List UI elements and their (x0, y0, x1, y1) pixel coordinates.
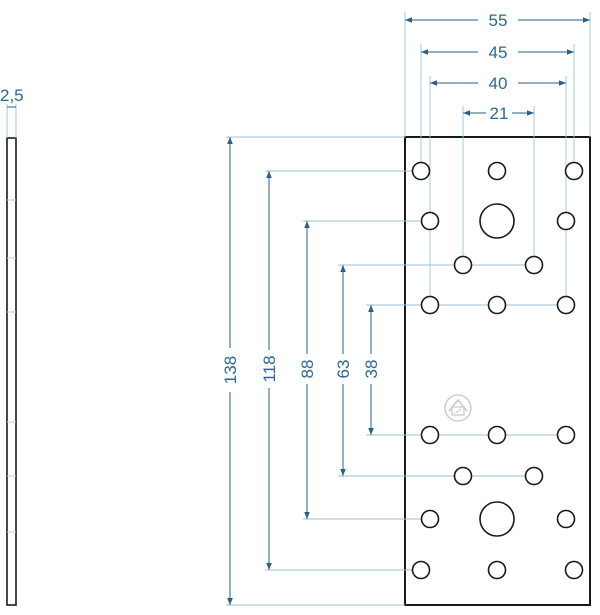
hole (556, 509, 576, 529)
hole (453, 466, 473, 486)
hole (564, 161, 584, 181)
height-dimension-138: 138 (221, 137, 240, 605)
hole (420, 295, 440, 315)
hole (487, 295, 507, 315)
hole (556, 295, 576, 315)
width-label-21: 21 (490, 104, 509, 123)
hole (556, 211, 576, 231)
hole (411, 161, 431, 181)
height-label-63: 63 (334, 360, 353, 379)
hole (524, 466, 544, 486)
width-label-40: 40 (489, 74, 508, 93)
hole (420, 425, 440, 445)
large-hole (479, 501, 515, 537)
thickness-label: 2,5 (0, 86, 24, 105)
large-hole (479, 203, 515, 239)
hole (524, 255, 544, 275)
width-dimension-21: 21 (463, 104, 534, 123)
hole (564, 560, 584, 580)
width-dimension-45: 45 (421, 43, 574, 62)
height-dimension-88: 88 (298, 221, 317, 519)
width-dimension-40: 40 (430, 74, 566, 93)
side-profile-ticks (7, 199, 16, 533)
height-extension-lines (226, 136, 566, 606)
height-dimension-63: 63 (334, 265, 353, 476)
height-label-118: 118 (260, 355, 279, 382)
hole (420, 211, 440, 231)
height-dimension-118: 118 (260, 171, 279, 570)
hole (411, 560, 431, 580)
hole (556, 425, 576, 445)
height-label-88: 88 (298, 360, 317, 379)
width-dimension-55: 55 (405, 11, 590, 30)
side-profile (6, 137, 17, 606)
height-label-138: 138 (221, 356, 240, 384)
hole (487, 560, 507, 580)
hole (487, 425, 507, 445)
stamped-logo (444, 394, 472, 422)
hole (453, 255, 473, 275)
width-label-45: 45 (489, 43, 508, 62)
hole (420, 509, 440, 529)
width-extension-lines (404, 12, 591, 305)
height-dimension-38: 38 (362, 305, 381, 435)
hole (487, 161, 507, 181)
height-label-38: 38 (362, 360, 381, 379)
side-view: 2,5 (0, 86, 24, 606)
hole-pattern (411, 161, 584, 580)
width-label-55: 55 (489, 11, 508, 30)
